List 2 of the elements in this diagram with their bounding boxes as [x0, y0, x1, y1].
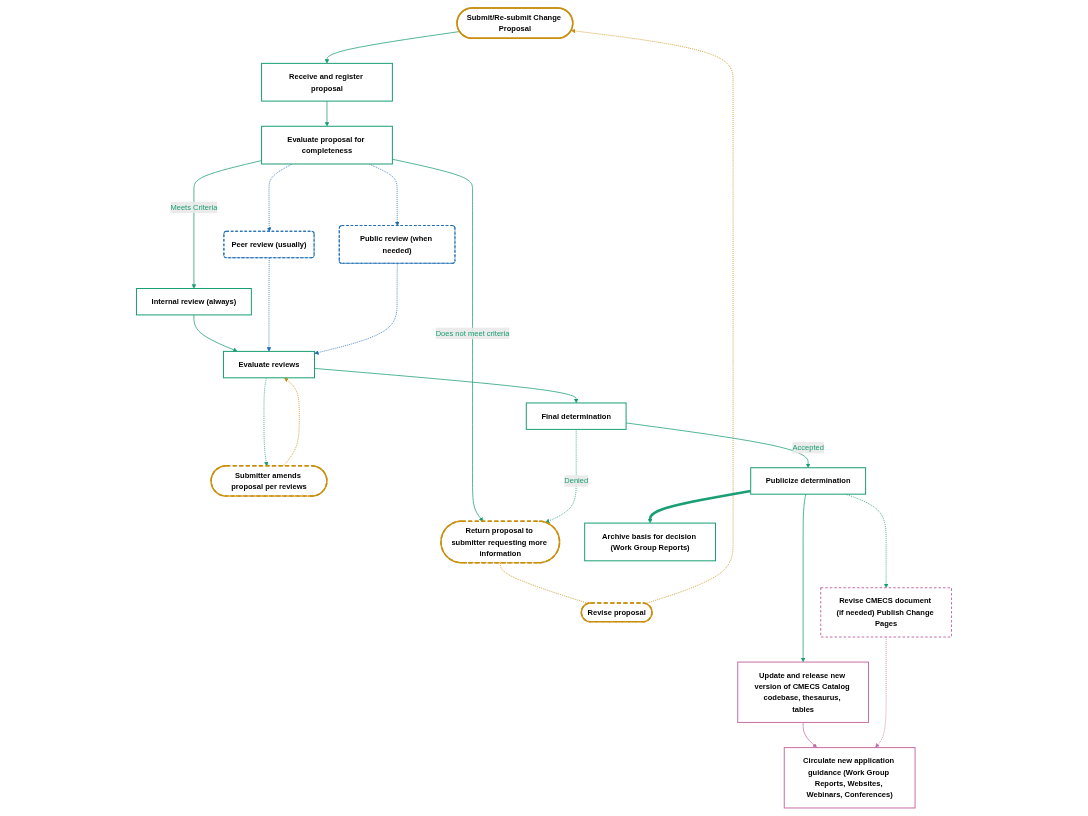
arrow	[647, 489, 751, 524]
connector	[500, 562, 589, 604]
